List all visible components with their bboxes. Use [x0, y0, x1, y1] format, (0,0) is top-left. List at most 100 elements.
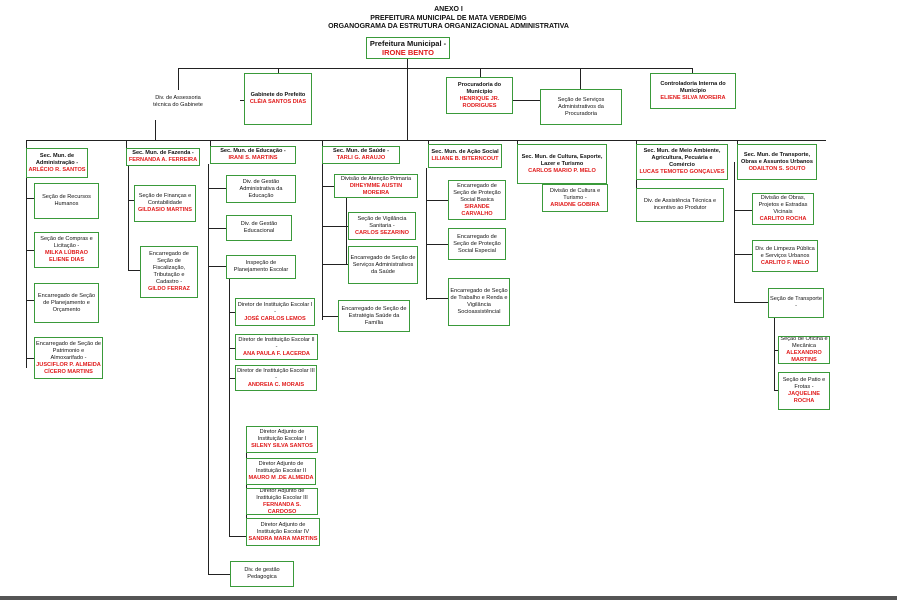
servicos-procuradoria-label: Seção de Serviços Administrativos da Pro…: [557, 96, 605, 117]
secao-transporte-label: Seção de Transporte -: [770, 296, 822, 309]
servicos-saude-label: Encarregado de Seção de Serviços Adminis…: [350, 254, 416, 275]
adjunto-3-box: Diretor Adjunto de Instituição Escolar I…: [246, 488, 318, 515]
acao-social-title: Sec. Mun. de Ação Social: [431, 149, 499, 155]
saude-title: Sec. Mun. de Saúde -: [333, 148, 389, 154]
connector: [26, 358, 34, 359]
connector: [208, 574, 230, 575]
diretor-1-name: JOSÉ CARLOS LEMOS: [244, 315, 306, 322]
connector: [128, 200, 134, 201]
connector: [208, 164, 209, 574]
connector: [229, 536, 247, 537]
prefeito-name: IRONE BENTO: [382, 48, 434, 57]
fiscalizacao-name: GILDO FERRAZ: [148, 286, 190, 292]
cultura-box: Sec. Mun. de Cultura, Esporte, Lazer e T…: [517, 144, 607, 184]
patrimonio-name-1: JUSCIFLOR P. ALMEIDA: [36, 361, 101, 368]
connector: [26, 198, 34, 199]
connector: [636, 140, 637, 144]
connector: [229, 348, 235, 349]
connector: [480, 68, 481, 78]
compras-name-1: MILKA LÚBRAO: [45, 250, 88, 256]
diretor-3-title: Diretor de Instituição Escolar III -: [237, 367, 315, 381]
connector: [407, 58, 408, 140]
annex-label: ANEXO I: [434, 6, 463, 13]
adjunto-1-name: SILENY SILVA SANTOS: [251, 443, 313, 449]
adjunto-3-title: Diretor Adjunto de Instituição Escolar I…: [256, 488, 308, 501]
adjunto-4-box: Diretor Adjunto de Instituição Escolar I…: [246, 518, 320, 546]
connector: [734, 302, 768, 303]
connector: [126, 140, 127, 148]
meio-ambiente-name: LUCAS TEMOTEO GONÇALVES: [639, 169, 725, 175]
recursos-humanos-box: Seção de Recursos Humanos: [34, 183, 99, 219]
fazenda-name: FERNANDA A. FERREIRA: [128, 157, 198, 163]
gestao-educ-label: Div. de Gestão Educacional: [240, 221, 278, 234]
fiscalizacao-box: Encarregado de Seção de Fiscalização, Tr…: [140, 246, 198, 298]
connector: [512, 100, 540, 101]
fiscalizacao-title: Encarregado de Seção de Fiscalização, Tr…: [149, 251, 189, 285]
connector: [692, 68, 693, 74]
connector: [208, 266, 226, 267]
connector: [26, 178, 27, 368]
connector: [580, 68, 581, 90]
patrimonio-box: Encarregado de Seção de Patrimonio e Alm…: [34, 337, 103, 379]
divisao-cultura-box: Divisão de Cultura e Turismo - ARIADNE G…: [542, 184, 608, 212]
controladoria-title: Controladoria Interna do Município: [660, 80, 726, 94]
protecao-especial-label: Encarregado de Seção de Proteção Social …: [453, 233, 501, 254]
inspecao-box: Inspeção de Planejamento Escolar: [226, 255, 296, 279]
saude-name: TARLI G. ARAUJO: [336, 155, 386, 161]
procuradoria-box: Procuradoria do Município HENRIQUE JR. R…: [446, 77, 513, 114]
planejamento-label: Encarregado de Seção de Planejamento e O…: [37, 292, 96, 313]
secao-transporte-box: Seção de Transporte -: [768, 288, 824, 318]
divisao-cultura-name: ARIADNE GOBIRA: [550, 201, 600, 208]
protecao-basica-name: SIRANDE CARVALHO: [461, 203, 493, 217]
compras-box: Seção de Compras e Licitação - MILKA LÚB…: [34, 232, 99, 268]
connector: [734, 210, 752, 211]
protecao-especial-box: Encarregado de Seção de Proteção Social …: [448, 228, 506, 260]
adjunto-2-title: Diretor Adjunto de Instituição Escolar I…: [255, 461, 307, 474]
connector: [210, 140, 211, 146]
connector: [178, 68, 179, 90]
connector: [517, 140, 518, 144]
transporte-title: Sec. Mun. de Transporte, Obras e Assunto…: [741, 151, 813, 165]
connector: [428, 140, 429, 144]
diretor-2-name: ANA PAULA F. LACERDA: [243, 350, 310, 357]
compras-title: Seção de Compras e Licitação -: [40, 236, 93, 249]
atencao-name: DIHEYMME AUSTIN MOREIRA: [349, 182, 403, 196]
adjunto-2-name: MAURO M .DE ALMEIDA: [248, 475, 314, 481]
obras-title: Divisão de Obras, Projetos e Estradas Vi…: [758, 195, 808, 215]
procuradoria-name: HENRIQUE JR. RODRIGUES: [459, 95, 500, 109]
financas-name: GILDASIO MARTINS: [137, 207, 193, 213]
connector: [155, 120, 156, 140]
administracao-name: ARLÉCIO R. SANTOS: [28, 166, 86, 173]
limpeza-title: Div. de Limpeza Pública e Serviços Urban…: [755, 245, 815, 259]
adjunto-3-name: FERNANDA S. CARDOSO: [262, 501, 302, 515]
patrimonio-title: Encarregado de Seção de Patrimonio e Alm…: [36, 340, 101, 361]
connector: [774, 390, 778, 391]
trabalho-renda-box: Encarregado de Seção de Trabalho e Renda…: [448, 278, 510, 326]
assistencia-tecnica-label: Div. de Assistência Técnica e incentivo …: [643, 198, 717, 211]
financas-title: Seção de Finanças e Contabilidade: [138, 193, 192, 206]
connector: [26, 140, 27, 148]
servicos-procuradoria-box: Seção de Serviços Administrativos da Pro…: [540, 89, 622, 125]
gestao-admin-box: Div. de Gestão Administrativa da Educaçã…: [226, 175, 296, 203]
connector: [734, 254, 752, 255]
patio-name: JAQUELINE ROCHA: [787, 391, 820, 404]
connector: [229, 312, 235, 313]
assistencia-tecnica-box: Div. de Assistência Técnica e incentivo …: [636, 188, 724, 222]
connector: [178, 68, 693, 69]
connector: [737, 140, 738, 144]
procuradoria-title: Procuradoria do Município: [457, 81, 502, 95]
patrimonio-name-2: CÍCERO MARTINS: [44, 368, 93, 375]
atencao-box: Divisão de Atenção Primaria DIHEYMME AUS…: [334, 174, 418, 198]
oficina-box: Seção de Oficina e Mecânica ALEXANDRO MA…: [778, 336, 830, 364]
connector: [426, 168, 427, 300]
connector: [322, 140, 323, 146]
connector: [734, 162, 735, 302]
acao-social-box: Sec. Mun. de Ação Social LILIANE B. BITE…: [428, 144, 502, 168]
servicos-saude-box: Encarregado de Seção de Serviços Adminis…: [348, 246, 418, 284]
connector: [426, 298, 448, 299]
transporte-box: Sec. Mun. de Transporte, Obras e Assunto…: [737, 144, 817, 180]
vigilancia-title: Seção de Vigilância Sanitaria -: [357, 215, 407, 229]
adjunto-1-box: Diretor Adjunto de Instituição Escolar I…: [246, 426, 318, 453]
diretor-3-box: Diretor de Instituição Escolar III - AND…: [235, 365, 317, 391]
prefeitura-title: Prefeitura Municipal -: [369, 39, 447, 48]
